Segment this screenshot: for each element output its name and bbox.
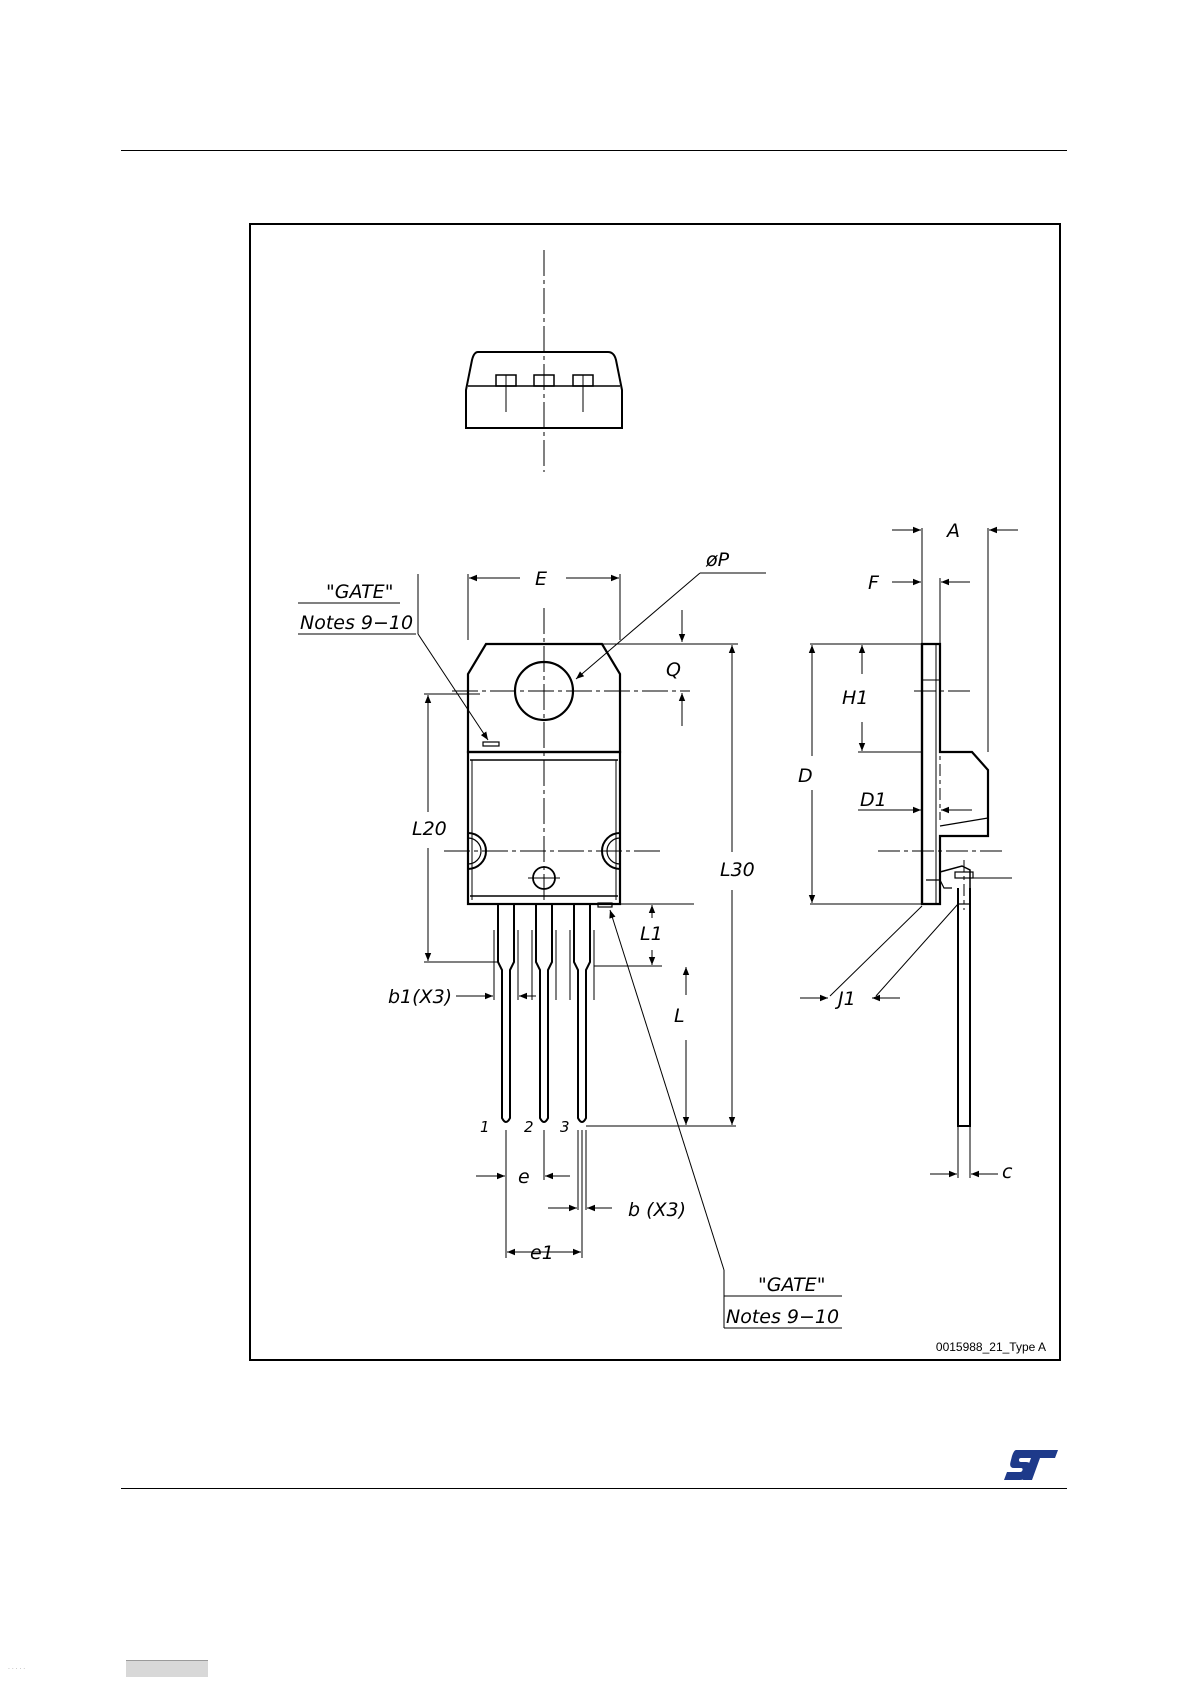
label-E: E [535,568,547,590]
gate-note-bottom-notes: Notes 9−10 [726,1306,839,1328]
label-H1: H1 [842,687,868,709]
label-D1: D1 [860,789,887,811]
label-F: F [868,572,880,594]
label-pin1: 1 [480,1118,490,1136]
label-L20: L20 [412,818,447,840]
label-e: e [518,1166,530,1188]
gate-note-top-notes: Notes 9−10 [300,612,413,634]
side-view [878,644,1012,1126]
figure-caption: 0015988_21_Type A [936,1340,1046,1354]
label-P: øP [705,549,730,571]
label-A: A [945,520,960,542]
label-b: b (X3) [628,1199,686,1221]
side-dimensions [800,528,1018,1178]
label-L1: L1 [640,923,663,945]
label-pin3: 3 [560,1118,570,1136]
label-pin2: 2 [524,1118,534,1136]
label-c: c [1002,1161,1013,1183]
label-Q: Q [666,659,681,681]
drawing-frame [250,224,1060,1360]
label-b1: b1(X3) [388,986,452,1008]
label-e1: e1 [530,1242,554,1264]
label-L: L [674,1005,685,1027]
label-J1: J1 [834,988,856,1010]
label-D: D [798,765,813,787]
st-logo-icon [1002,1448,1060,1482]
gate-note-bottom-title: "GATE" [758,1274,825,1296]
bottom-artifact-dots: · · · · · [8,1666,25,1673]
gate-note-top-title: "GATE" [326,581,393,603]
bottom-artifact-bar [126,1660,208,1677]
label-L30: L30 [720,859,755,881]
top-view [466,250,622,472]
